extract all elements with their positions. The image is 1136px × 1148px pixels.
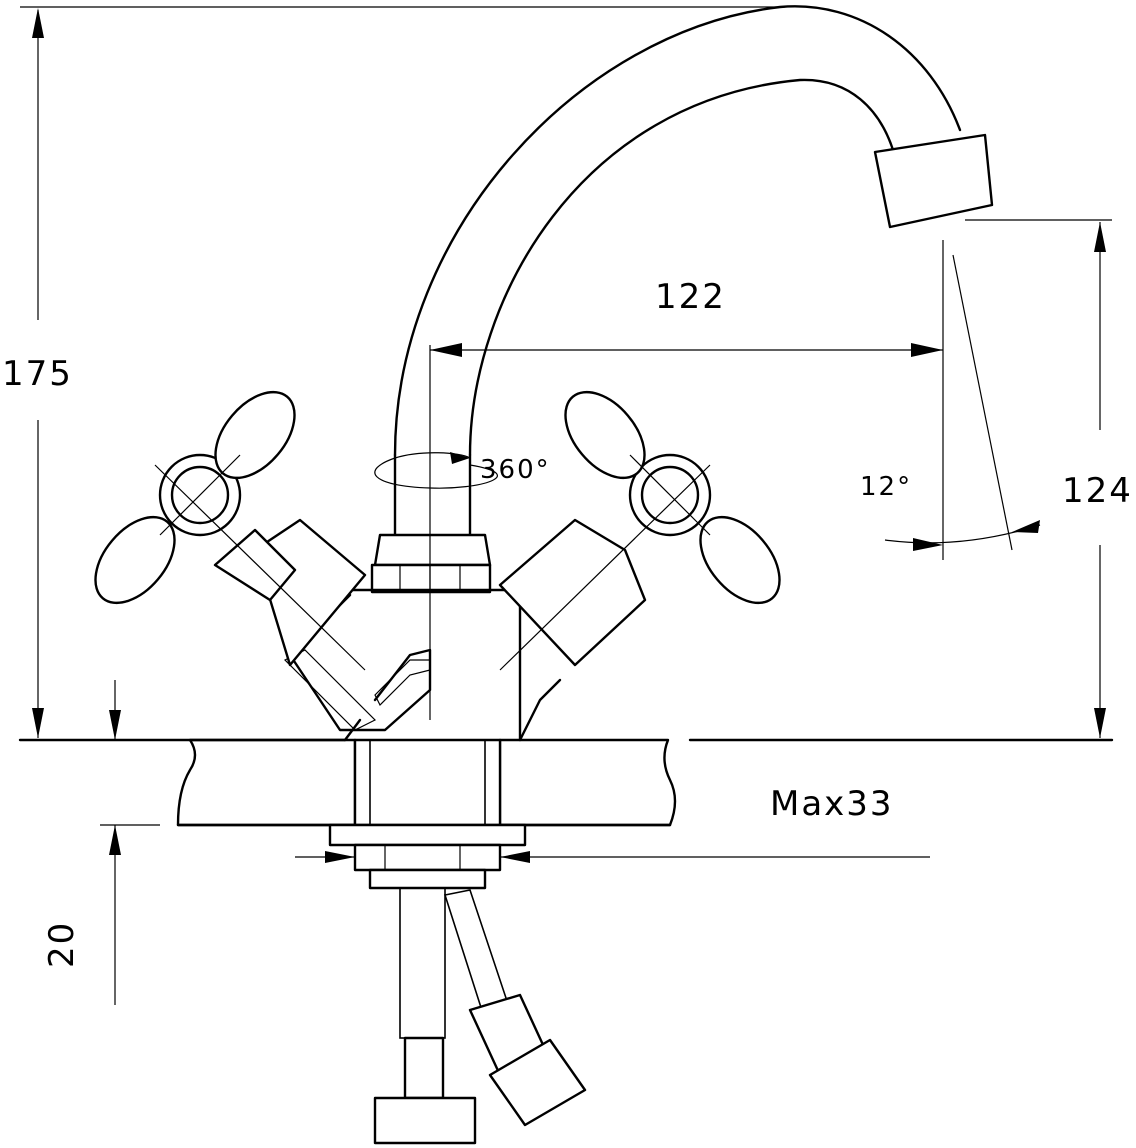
- total-height-label: 175: [2, 354, 73, 394]
- flexible-hoses: [373, 887, 587, 1145]
- deck-thickness-label: Max33: [770, 784, 894, 824]
- mounting-hardware: [328, 738, 527, 890]
- below-deck-label: 20: [42, 921, 82, 968]
- spout-height-label: 124: [1062, 471, 1133, 511]
- rotation-label: 360°: [480, 455, 551, 485]
- right-handle: [498, 390, 781, 671]
- spout-angle-label: 12°: [860, 472, 912, 502]
- countertop-section: [18, 738, 1114, 827]
- spout-reach-label: 122: [655, 277, 726, 317]
- faucet-body: [283, 5, 994, 742]
- left-handle: [94, 390, 367, 671]
- dimension-lines: [20, 6, 1112, 1005]
